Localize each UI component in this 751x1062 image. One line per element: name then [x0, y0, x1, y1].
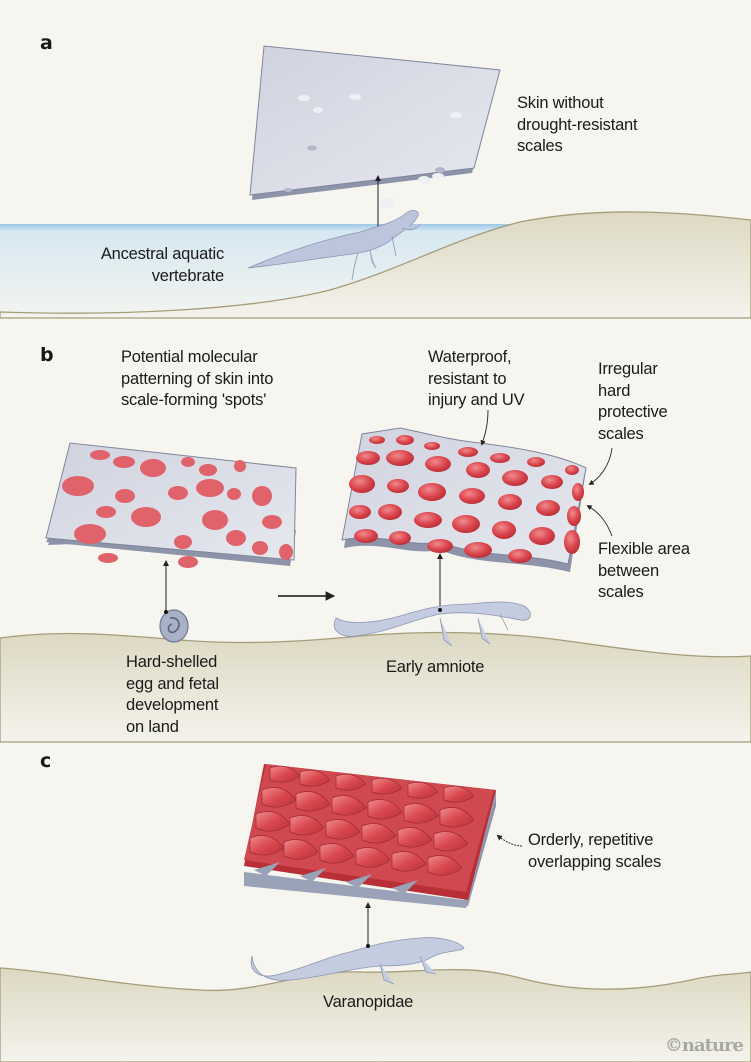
panel-label-c: c — [40, 750, 52, 772]
skin-slab-plain — [249, 45, 501, 208]
varanopidae-label: Varanopidae — [323, 993, 414, 1011]
ground-c — [0, 967, 751, 1062]
irregular-scales-label: Irregular hard protective scales — [598, 360, 668, 443]
skin-slab-overlapping-scales — [244, 764, 496, 908]
panel-label-a: a — [40, 32, 53, 54]
skin-slab-irregular-scales — [341, 427, 587, 572]
ground-a — [0, 211, 751, 319]
flexible-area-label: Flexible area between scales — [598, 540, 690, 601]
early-amniote-label: Early amniote — [386, 658, 485, 676]
skin-slab-spotted — [45, 442, 297, 568]
pointer-irregular — [588, 447, 613, 485]
ground-b — [0, 631, 751, 743]
skin-without-scales-label: Skin without drought-resistant scales — [517, 94, 638, 155]
molecular-patterning-label: Potential molecular patterning of skin i… — [121, 348, 274, 409]
egg — [159, 609, 189, 643]
panel-label-b: b — [40, 344, 54, 366]
pointer-waterproof — [480, 409, 489, 446]
waterproof-label: Waterproof, resistant to injury and UV — [428, 348, 525, 409]
pointer-overlapping — [496, 834, 523, 847]
early-amniote — [333, 601, 531, 647]
aquatic-vertebrate — [247, 210, 421, 281]
pointer-flexible — [586, 505, 613, 537]
ancestral-aquatic-vertebrate-label: Ancestral aquatic vertebrate — [100, 245, 224, 285]
overlapping-scales-label: Orderly, repetitive overlapping scales — [528, 831, 662, 871]
varanopid — [250, 937, 465, 985]
nature-credit: ©nature — [664, 1035, 744, 1056]
hard-shelled-egg-label: Hard-shelled egg and fetal development o… — [126, 653, 219, 736]
